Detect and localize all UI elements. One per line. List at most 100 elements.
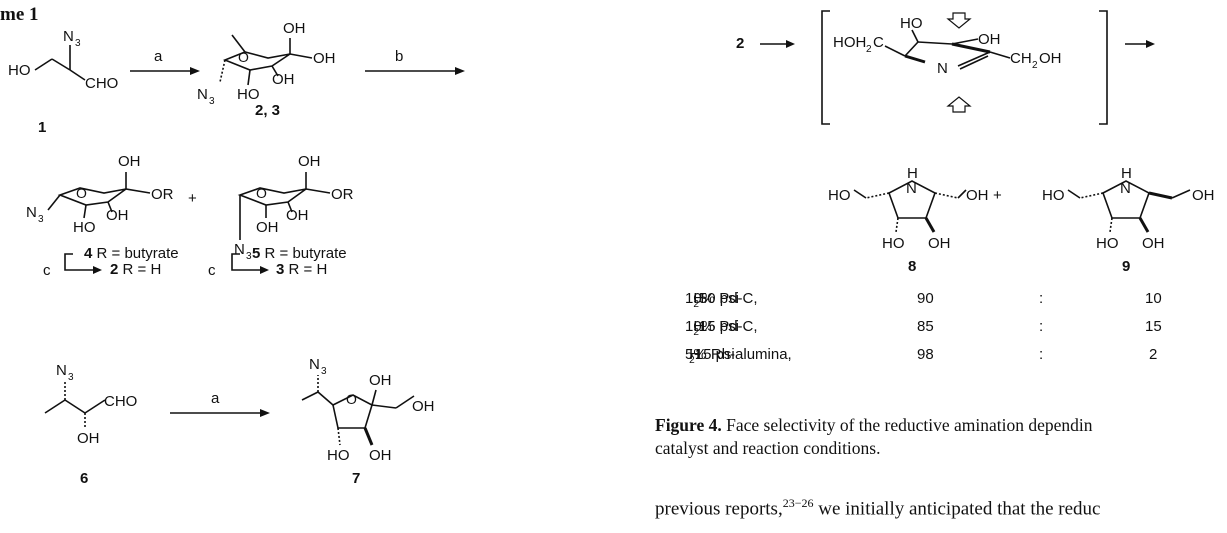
svg-text:HO: HO xyxy=(900,15,923,32)
svg-text:CHO: CHO xyxy=(104,393,137,410)
svg-text:HO: HO xyxy=(8,62,31,79)
body-text-before: previous reports, xyxy=(655,498,783,520)
svg-text:3: 3 xyxy=(68,372,74,383)
svg-text:HO: HO xyxy=(1042,187,1065,204)
h2: H xyxy=(693,318,705,335)
compound-7-structure: O N 3 OH OH HO OH xyxy=(301,356,435,464)
ratio-8: 85 xyxy=(917,318,934,335)
body-text-after: we initially anticipated that the reduc xyxy=(813,498,1101,520)
svg-text:OH: OH xyxy=(118,153,141,170)
svg-text:N: N xyxy=(56,362,67,379)
compound-5-number: 5 xyxy=(252,245,261,262)
compound-4-r-text: R = butyrate xyxy=(96,245,179,262)
svg-text:C: C xyxy=(873,34,884,51)
svg-text:OH: OH xyxy=(313,50,336,67)
reagent-c-label-1: c xyxy=(43,262,51,279)
svg-text:OH: OH xyxy=(1192,187,1215,204)
svg-text:3: 3 xyxy=(321,366,327,377)
compound-5-structure: O OH OR OH OH N 3 xyxy=(234,153,354,262)
svg-text:OH: OH xyxy=(1142,235,1165,252)
svg-text:O: O xyxy=(256,185,267,201)
conversion-4: 4 R = butyrate xyxy=(84,245,179,262)
svg-text:2: 2 xyxy=(866,44,872,55)
scheme-title: me 1 xyxy=(0,4,39,25)
reagent-b-label: b xyxy=(395,48,404,65)
compound-5-r-text: R = butyrate xyxy=(264,245,347,262)
svg-text:N: N xyxy=(937,60,948,77)
compound-6-label: 6 xyxy=(80,470,89,487)
svg-text:+: + xyxy=(993,187,1002,204)
compound-2-number: 2 xyxy=(110,261,119,278)
pressure: 15 psi xyxy=(694,346,735,363)
ratio-9: 10 xyxy=(1145,290,1162,307)
conversion-3: 3 R = H xyxy=(276,261,327,278)
ratio-8: 98 xyxy=(917,346,934,363)
compound-1-label: 1 xyxy=(38,119,47,136)
svg-text:O: O xyxy=(76,185,87,201)
ratio-separator: : xyxy=(1039,318,1044,335)
svg-text:HO: HO xyxy=(73,219,96,236)
svg-text:HO: HO xyxy=(828,187,851,204)
conversion-5: 5 R = butyrate xyxy=(252,245,347,262)
svg-text:OH: OH xyxy=(369,372,392,389)
reagent-a-label-2: a xyxy=(211,390,220,407)
body-paragraph-line: previous reports,23−26 we initially anti… xyxy=(655,496,1101,520)
h2-subscript: 2 xyxy=(693,299,699,310)
svg-text:N: N xyxy=(309,356,320,373)
compound-1-structure: HO N 3 CHO xyxy=(8,28,118,92)
svg-text:OH: OH xyxy=(412,398,435,415)
svg-text:OH: OH xyxy=(256,219,279,236)
ratio-separator: : xyxy=(1039,346,1044,363)
catalyst: 10% Pd-C, xyxy=(685,290,758,307)
svg-text:OH: OH xyxy=(106,207,129,224)
figure4-caption-text: Face selectivity of the reductive aminat… xyxy=(721,415,1093,435)
svg-text:3: 3 xyxy=(75,38,81,49)
svg-text:3: 3 xyxy=(246,251,252,262)
compound-2-3-structure: O OH OH OH HO N 3 xyxy=(197,20,336,107)
svg-text:N: N xyxy=(197,86,208,103)
svg-text:CH: CH xyxy=(1010,50,1032,67)
svg-text:3: 3 xyxy=(209,96,215,107)
pressure: 15 psi xyxy=(698,318,739,335)
catalyst: 5% Rh-alumina, xyxy=(685,346,792,363)
compound-4-number: 4 xyxy=(84,245,93,262)
pressure: 50 psi xyxy=(698,290,739,307)
svg-text:OH: OH xyxy=(286,207,309,224)
svg-text:N: N xyxy=(63,28,74,45)
compound-8-label: 8 xyxy=(908,258,917,275)
compound-4-structure: O OH OR OH HO N 3 xyxy=(26,153,174,236)
svg-text:HO: HO xyxy=(327,447,350,464)
svg-text:OH: OH xyxy=(298,153,321,170)
ratio-9: 2 xyxy=(1149,346,1158,363)
svg-text:HOH: HOH xyxy=(833,34,866,51)
compound-6-structure: N 3 CHO OH xyxy=(44,362,137,447)
svg-text:OH: OH xyxy=(369,447,392,464)
svg-text:OH: OH xyxy=(283,20,306,37)
compound-2-r-text: R = H xyxy=(122,261,162,278)
compound-9-label: 9 xyxy=(1122,258,1131,275)
figure4-caption-label: Figure 4. xyxy=(655,415,722,435)
compound-9-structure: H N HO OH HO OH xyxy=(1042,165,1215,252)
svg-text:+: + xyxy=(188,190,197,207)
svg-text:3: 3 xyxy=(38,214,44,225)
svg-text:N: N xyxy=(906,180,917,197)
svg-text:OH: OH xyxy=(966,187,989,204)
reagent-c-label-2: c xyxy=(208,262,216,279)
imine-intermediate-structure: HOH 2 C HO N OH CH 2 OH xyxy=(833,12,1062,113)
h2-subscript: 2 xyxy=(693,327,699,338)
svg-text:OH: OH xyxy=(77,430,100,447)
svg-text:OH: OH xyxy=(978,31,1001,48)
svg-text:N: N xyxy=(1120,180,1131,197)
svg-text:O: O xyxy=(238,49,249,65)
figure4-caption-line2: catalyst and reaction conditions. xyxy=(655,438,881,458)
svg-text:HO: HO xyxy=(237,86,260,103)
citation-superscript: 23−26 xyxy=(782,496,814,510)
catalyst: 10% Pd-C, xyxy=(685,318,758,335)
ratio-8: 90 xyxy=(917,290,934,307)
compound-3-r-text: R = H xyxy=(288,261,328,278)
svg-text:OR: OR xyxy=(331,186,354,203)
svg-text:N: N xyxy=(234,241,245,258)
